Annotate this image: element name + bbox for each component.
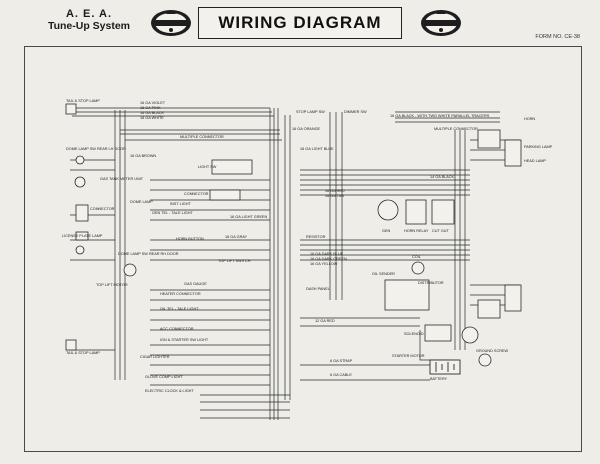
label-solenoid: SOLENOID [404, 332, 424, 336]
label-cut-out: CUT OUT [432, 229, 449, 233]
label-distributor: DISTRIBUTOR [418, 281, 444, 285]
label-electric-clock: ELECTRIC CLOCK & LIGHT [145, 389, 194, 393]
label-ign-sw-light: IGN & STARTER SW LIGHT [160, 338, 209, 342]
wire-12-red: 12 GA RED [315, 319, 335, 323]
label-dimmer-sw: DIMMER SW [344, 110, 367, 114]
label-glove-comp-light: GLOVE COMP LIGHT [145, 375, 183, 379]
label-connector-center: CONNECTOR [184, 192, 209, 196]
label-inst-light: INST LIGHT [170, 202, 191, 206]
wire-dark-green: 16 GA DARK GREEN [310, 257, 347, 261]
label-acc-connector: ACC CONNECTOR [160, 327, 194, 331]
label-gas-tank: GAS TANK METER UNIT [100, 177, 144, 181]
label-stop-lamp-sw: STOP LAMP SW [296, 110, 325, 114]
label-gas-gauge: GAS GAUGE [184, 282, 207, 286]
diagram-frame [24, 46, 582, 452]
aea-emblem-left-icon [151, 10, 191, 36]
label-starter-motor: STARTER MOTOR [392, 354, 425, 358]
label-top-lift-motor: TOP LIFT MOTOR [96, 283, 128, 287]
label-multiple-connector: MULTIPLE CONNECTOR [180, 135, 224, 139]
label-coil: COIL [412, 255, 421, 259]
wire-pink: 16 GA PINK [140, 106, 161, 110]
label-cigar-lighter: CIGAR LIGHTER [140, 355, 170, 359]
label-ground-screw: GROUND SCREW [476, 349, 508, 353]
label-oil-tale-light: OIL TEL - TALE LIGHT [160, 307, 199, 311]
wire-brown: 16 GA BROWN [130, 154, 156, 158]
title-box: WIRING DIAGRAM [198, 7, 402, 39]
aea-emblem-right-icon [421, 10, 461, 36]
brand-line-2: Tune-Up System [47, 20, 131, 32]
battery-symbol-icon [429, 359, 461, 375]
wire-dark-blue: 16 GA DARK BLUE [310, 252, 344, 256]
brand-line-1: A. E. A. [65, 8, 113, 20]
brand-block: A. E. A. Tune-Up System [34, 8, 144, 32]
wire-white: 16 GA WHITE [140, 116, 164, 120]
label-tail-stop-lamp-top: TAIL & STOP LAMP [66, 99, 100, 103]
label-dome-sw-rh: DOME LAMP SW REAR RH DOOR [118, 252, 179, 256]
label-head-lamp: HEAD LAMP [524, 159, 546, 163]
wire-light-blue: 16 GA LIGHT BLUE [300, 147, 334, 151]
label-tail-stop-lamp-bottom: TAIL & STOP LAMP [66, 351, 100, 355]
label-top-lift-switch: TOP LIFT SWITCH [218, 259, 251, 263]
label-horn-relay: HORN RELAY [404, 229, 429, 233]
label-gen-tale-light: GEN TEL - TALE LIGHT [152, 211, 193, 215]
label-dome-lamp: DOME LAMP [130, 200, 153, 204]
wire-yellow: 16 GA YELLOW [310, 262, 338, 266]
wire-6-strap: 6 GA STRAP [330, 359, 353, 363]
wire-gray: 16 GA GRAY [225, 235, 248, 239]
label-battery: BATTERY [430, 377, 448, 381]
wire-light-green: 16 GA LIGHT GREEN [230, 215, 268, 219]
wire-orange: 16 GA ORANGE [292, 127, 321, 131]
wire-red: 16 GA RED [325, 189, 345, 193]
label-license-lamp: LICENSE PLATE LAMP [62, 234, 103, 238]
label-horn-button: HORN BUTTON [176, 237, 204, 241]
label-parking-lamp: PARKING LAMP [524, 145, 553, 149]
label-dash-panel: DASH PANEL [306, 287, 330, 291]
wire-tan: 16 GA TAN [325, 194, 344, 198]
label-light-sw: LIGHT SW [198, 165, 217, 169]
wire-6-cable: 6 GA CABLE [330, 373, 352, 377]
wire-black-tracers: 16 GA BLACK - WITH TWO WHITE PARALLEL TR… [390, 114, 490, 118]
label-horn-top: HORN [524, 117, 535, 121]
label-oil-sender: OIL SENDER [372, 272, 395, 276]
label-dome-sw-lh: DOME LAMP SW REAR LH DOOR [66, 147, 126, 151]
label-connector-left: CONNECTOR [90, 207, 115, 211]
label-multiple-connector-right: MULTIPLE CONNECTOR [434, 127, 478, 131]
wire-violet: 16 GA VIOLET [140, 101, 166, 105]
wire-14-black: 14 GA BLACK [430, 175, 455, 179]
label-heater-connector: HEATER CONNECTOR [160, 292, 201, 296]
page-title: WIRING DIAGRAM [218, 13, 382, 32]
form-number: FORM NO. CE-38 [535, 34, 580, 40]
wire-black: 16 GA BLACK [140, 111, 165, 115]
label-gen: GEN [382, 229, 390, 233]
label-resistor: RESISTOR [306, 235, 326, 239]
